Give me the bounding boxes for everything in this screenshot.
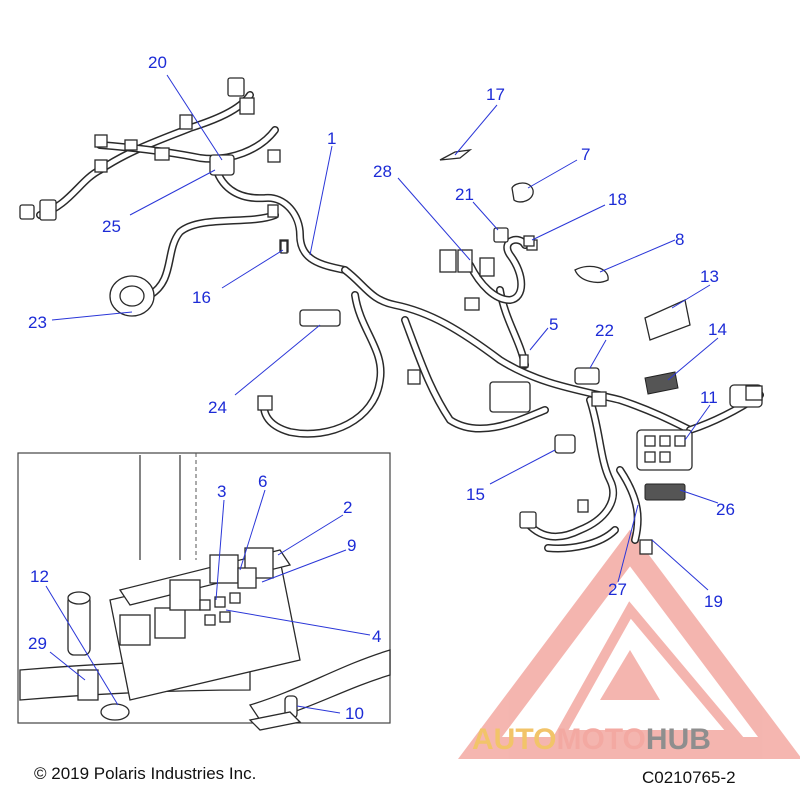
part-13-cover bbox=[644, 299, 691, 341]
callout-19: 19 bbox=[704, 592, 723, 611]
callout-5: 5 bbox=[549, 315, 558, 334]
callout-9: 9 bbox=[347, 536, 356, 555]
callout-28: 28 bbox=[373, 162, 392, 181]
callout-27: 27 bbox=[608, 580, 627, 599]
callout-3: 3 bbox=[217, 482, 226, 501]
inset-detail bbox=[17, 452, 391, 731]
callout-12: 12 bbox=[30, 567, 49, 586]
callout-10: 10 bbox=[345, 704, 364, 723]
callout-8: 8 bbox=[675, 230, 684, 249]
figure-code: C0210765-2 bbox=[642, 768, 736, 787]
callout-1: 1 bbox=[327, 129, 336, 148]
callout-26: 26 bbox=[716, 500, 735, 519]
part-8-cable-tie bbox=[574, 265, 609, 283]
callouts: 1 2 3 4 5 6 7 8 9 10 11 12 13 14 15 16 1… bbox=[28, 53, 735, 723]
fuse-box-assembly bbox=[636, 429, 693, 471]
callout-21: 21 bbox=[455, 185, 474, 204]
callout-14: 14 bbox=[708, 320, 727, 339]
callout-6: 6 bbox=[258, 472, 267, 491]
watermark-logo bbox=[458, 529, 800, 759]
callout-24: 24 bbox=[208, 398, 227, 417]
watermark-auto: AUTO bbox=[472, 723, 556, 756]
callout-13: 13 bbox=[700, 267, 719, 286]
callout-15: 15 bbox=[466, 485, 485, 504]
svg-text:AUTOMOTOHUB: AUTOMOTOHUB bbox=[472, 723, 711, 756]
callout-18: 18 bbox=[608, 190, 627, 209]
part-21-connector bbox=[493, 227, 509, 243]
part-26-fuse-strip bbox=[644, 483, 686, 501]
callout-16: 16 bbox=[192, 288, 211, 307]
leader-lines bbox=[45, 74, 719, 714]
callout-7: 7 bbox=[581, 145, 590, 164]
callout-11: 11 bbox=[700, 388, 718, 407]
callout-4: 4 bbox=[372, 627, 381, 646]
copyright-text: © 2019 Polaris Industries Inc. bbox=[34, 764, 256, 783]
part-7-cable-tie bbox=[511, 182, 534, 203]
callout-22: 22 bbox=[595, 321, 614, 340]
part-18-connector bbox=[523, 235, 535, 247]
callout-2: 2 bbox=[343, 498, 352, 517]
callout-20: 20 bbox=[148, 53, 167, 72]
watermark-hub: HUB bbox=[646, 723, 711, 756]
callout-23: 23 bbox=[28, 313, 47, 332]
callout-17: 17 bbox=[486, 85, 505, 104]
callout-29: 29 bbox=[28, 634, 47, 653]
part-16-terminal bbox=[280, 240, 288, 254]
callout-25: 25 bbox=[102, 217, 121, 236]
part-23-grommet bbox=[109, 275, 155, 317]
watermark-moto: MOTO bbox=[556, 723, 645, 756]
watermark-text: AUTOMOTOHUB bbox=[472, 723, 711, 756]
main-wiring-harness bbox=[36, 91, 764, 553]
part-14-label bbox=[644, 371, 679, 395]
